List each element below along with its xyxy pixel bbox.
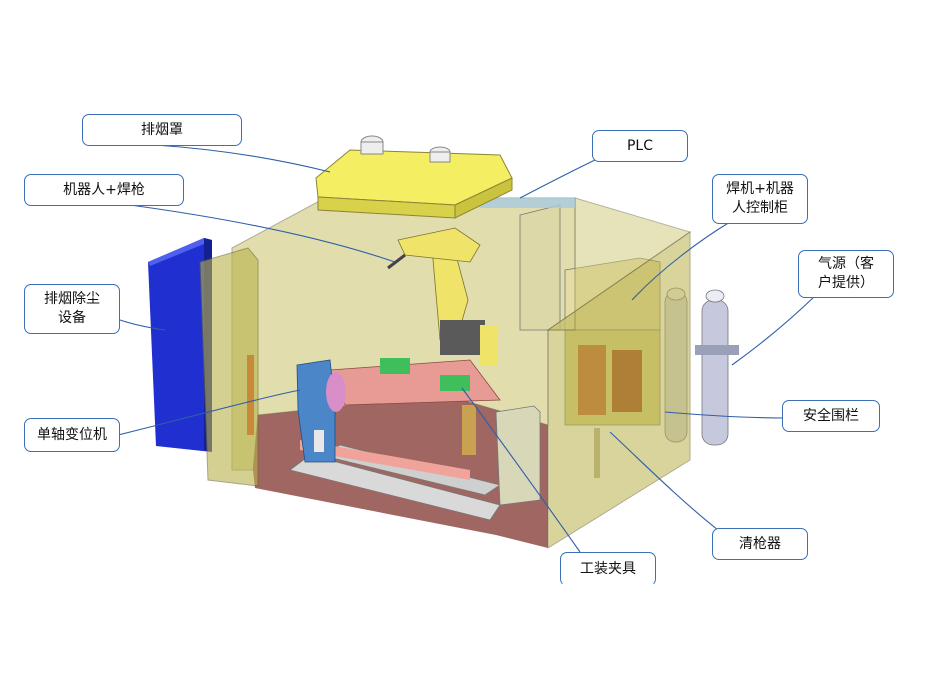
leader-dust-remover [119, 319, 166, 331]
label-fixture: 工装夹具 [580, 560, 636, 577]
positioner-table [329, 358, 501, 455]
fume-hood [315, 135, 513, 219]
callout-safety-fence: 安全围栏 [782, 400, 880, 432]
callout-robot-torch: 机器人+焊枪 [24, 174, 184, 206]
fence-front-door [199, 247, 259, 487]
leader-fume-hood [154, 144, 331, 173]
leader-robot-torch [129, 204, 396, 263]
callout-gas-source: 气源（客 户提供） [798, 250, 894, 298]
label-fume-hood: 排烟罩 [141, 121, 183, 138]
callout-plc: PLC [592, 130, 688, 162]
leader-lines [117, 144, 816, 553]
leader-plc [519, 159, 596, 199]
callout-fixture: 工装夹具 [560, 552, 656, 586]
robot-arm [387, 227, 498, 365]
positioner-base [289, 440, 501, 521]
label-robot-torch: 机器人+焊枪 [63, 181, 145, 198]
label-single-axis-positioner: 单轴变位机 [37, 426, 107, 443]
leader-fixture [461, 387, 581, 553]
leader-torch-cleaner [609, 431, 719, 531]
callout-dust-remover: 排烟除尘 设备 [24, 284, 120, 334]
leader-cabinet [631, 221, 731, 301]
label-welder-control-cabinet: 焊机+机器 人控制柜 [726, 181, 794, 216]
torch-cleaner [495, 405, 541, 506]
label-gas-source: 气源（客 户提供） [818, 256, 874, 291]
callout-single-axis-positioner: 单轴变位机 [24, 418, 120, 452]
label-plc: PLC [626, 137, 654, 154]
callout-torch-cleaner: 清枪器 [712, 528, 808, 560]
leader-safety-fence [664, 411, 786, 419]
label-safety-fence: 安全围栏 [803, 407, 859, 424]
fence-right-wall [470, 197, 692, 549]
label-torch-cleaner: 清枪器 [739, 535, 781, 552]
single-axis-positioner [296, 359, 346, 463]
callout-fume-hood: 排烟罩 [82, 114, 242, 146]
label-dust-remover: 排烟除尘 设备 [44, 291, 100, 326]
leader-positioner [117, 389, 301, 436]
callout-welder-control-cabinet: 焊机+机器 人控制柜 [712, 174, 808, 224]
leader-gas-source [731, 295, 816, 366]
